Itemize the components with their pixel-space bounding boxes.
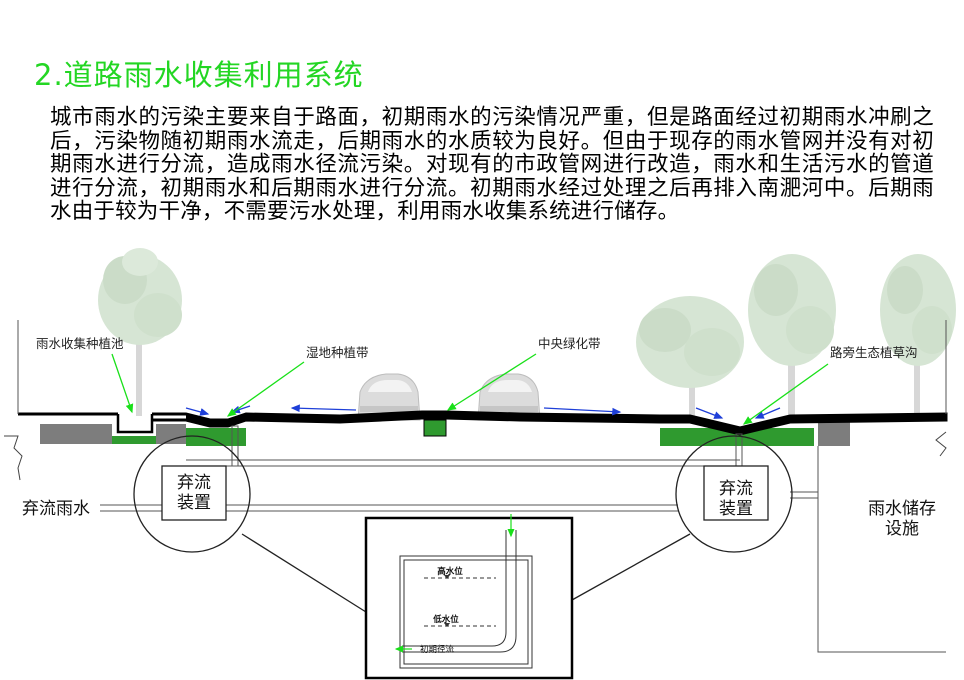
- label-wetland-planting-strip: 湿地种植带: [226, 345, 369, 417]
- svg-text:弃流: 弃流: [719, 479, 753, 499]
- svg-text:高水位: 高水位: [437, 566, 463, 577]
- label-storage-facility: 雨水储存 设施: [868, 499, 936, 539]
- label-central-green-belt: 中央绿化带: [446, 336, 601, 411]
- svg-text:路旁生态植草沟: 路旁生态植草沟: [830, 345, 918, 360]
- diversion-device-left: 弃流 装置: [133, 435, 251, 553]
- svg-text:湿地种植带: 湿地种植带: [306, 345, 369, 360]
- page-title: 2.道路雨水收集利用系统: [34, 58, 364, 92]
- svg-text:雨水储存: 雨水储存: [868, 499, 936, 519]
- car-left: [357, 373, 421, 421]
- svg-text:雨水收集种植池: 雨水收集种植池: [36, 336, 124, 351]
- label-rain-collection-planter: 雨水收集种植池: [36, 336, 134, 414]
- tree-mid-right: [636, 296, 744, 418]
- surface-flow-arrows: [185, 404, 781, 419]
- svg-text:装置: 装置: [177, 493, 211, 513]
- label-roadside-bioswale: 路旁生态植草沟: [742, 345, 918, 425]
- svg-text:设施: 设施: [885, 519, 919, 539]
- detail-inset: 高水位 低水位 初期径流: [364, 514, 574, 680]
- svg-text:中央绿化带: 中央绿化带: [538, 336, 601, 351]
- svg-text:装置: 装置: [719, 499, 753, 519]
- ground-section: [4, 320, 948, 481]
- tree-far-right: [880, 254, 956, 416]
- svg-text:弃流: 弃流: [177, 473, 211, 493]
- car-right: [477, 373, 541, 421]
- diversion-device-right: 弃流 装置: [675, 435, 793, 553]
- label-diverted-rainwater: 弃流雨水: [22, 499, 90, 519]
- body-paragraph: 城市雨水的污染主要来自于路面，初期雨水的污染情况严重，但是路面经过初期雨水冲刷之…: [50, 105, 934, 224]
- svg-text:低水位: 低水位: [432, 614, 459, 625]
- tree-left: [98, 248, 182, 416]
- tree-right: [748, 254, 836, 418]
- svg-text:初期径流: 初期径流: [420, 644, 455, 655]
